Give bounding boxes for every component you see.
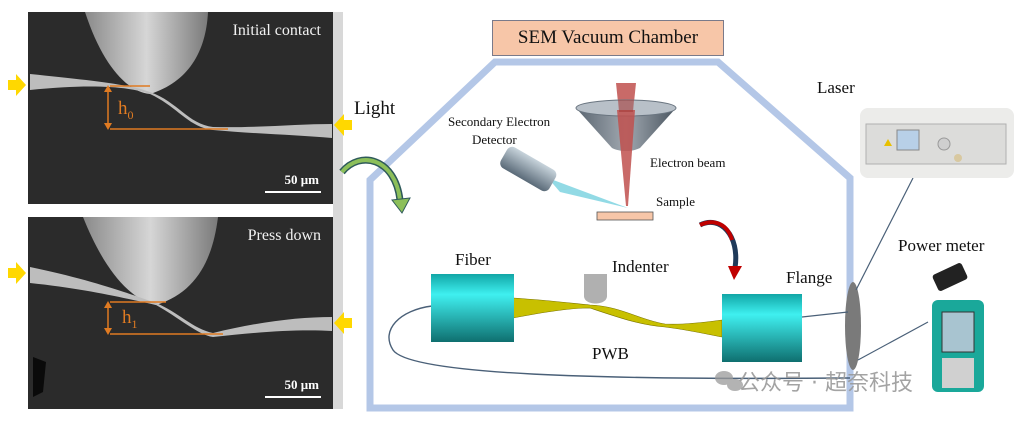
h0-arrowhead-down (104, 123, 112, 130)
transfer-arrow-green-head (391, 197, 411, 214)
image-edge-strip (333, 12, 343, 409)
electron-beam-upper-overlay (618, 100, 634, 112)
light-arrow-left-bottom (8, 262, 26, 284)
sem-scene-press (30, 217, 332, 397)
sem-image-initial-contact: Initial contact h0 50 μm (28, 12, 333, 204)
h1-label: h1 (122, 307, 138, 332)
h1-subscript: 1 (131, 316, 138, 331)
wechat-icon (715, 371, 743, 391)
flange-label: Flange (786, 268, 833, 287)
light-arrow-right-bottom (334, 312, 352, 334)
laser-screen (896, 129, 920, 151)
transfer-arrow-green-fill (340, 158, 402, 201)
waveguide-bridge (30, 74, 332, 138)
pwb-waveguide (512, 297, 723, 338)
detector-label-line2: Detector (472, 132, 517, 147)
flange-lens (845, 282, 861, 370)
chamber-title: SEM Vacuum Chamber (517, 27, 699, 48)
laser-keypad (937, 137, 951, 151)
lens-to-power-meter-line (857, 321, 929, 361)
dark-spot (33, 357, 46, 397)
laser-label: Laser (817, 78, 855, 97)
h0-arrowhead-up (104, 85, 112, 92)
lens-to-laser-line (855, 177, 914, 291)
power-meter-screen (941, 311, 975, 353)
fiber-loop (388, 305, 851, 380)
chamber-outline (366, 58, 854, 412)
transfer-arrow-red-head (728, 266, 742, 280)
scale-bar-top (265, 191, 321, 193)
light-arrow-left-top (8, 74, 26, 96)
light-label: Light (354, 98, 396, 119)
indenter-tip (83, 217, 218, 305)
watermark: 公众号 · 超奈科技 (738, 371, 913, 396)
h0-symbol: h (118, 98, 128, 119)
sem-image-press-down: Press down h1 50 μm (28, 217, 333, 409)
fiber-label: Fiber (455, 250, 491, 269)
detector-label-line1: Secondary Electron (448, 114, 551, 129)
flange-block (722, 294, 802, 362)
waveguide-bridge (30, 267, 332, 337)
pwb-label: PWB (592, 344, 629, 363)
scale-label-top: 50 μm (284, 172, 319, 187)
power-meter-cap (932, 263, 968, 291)
chamber-title-box: SEM Vacuum Chamber (492, 20, 724, 56)
scale-bar-bottom (265, 396, 321, 398)
secondary-electron-detector (500, 146, 557, 192)
h1-arrowhead-up (104, 301, 112, 308)
electron-beam-lower (617, 110, 635, 206)
laser-warning-icon (884, 139, 892, 146)
power-meter-device (932, 263, 984, 392)
indenter-tip (85, 12, 208, 94)
scale-label-bottom: 50 μm (284, 377, 319, 392)
h1-arrowhead-down (104, 328, 112, 335)
h1-symbol: h (122, 307, 132, 328)
sample (596, 211, 654, 221)
detector-body (500, 146, 557, 192)
sem-label-initial: Initial contact (232, 22, 321, 39)
flange-to-lens-line (801, 311, 849, 318)
detector-beam (548, 178, 628, 208)
transfer-arrow-red (698, 219, 739, 269)
h0-label: h0 (118, 98, 134, 123)
light-arrow-right-top (334, 114, 352, 136)
indenter-label: Indenter (612, 257, 669, 276)
sample-label: Sample (656, 194, 695, 209)
power-meter-keypad (942, 358, 974, 388)
laser-device (860, 108, 1014, 178)
h0-subscript: 0 (127, 107, 134, 122)
electron-beam-label: Electron beam (650, 155, 726, 170)
indenter (584, 274, 607, 304)
fiber-block (431, 274, 514, 342)
transfer-arrow-red-fill (699, 220, 734, 241)
laser-output-port (954, 154, 962, 162)
sem-scene-initial (30, 12, 332, 138)
power-meter-label: Power meter (898, 236, 985, 255)
sem-label-press: Press down (247, 227, 321, 244)
